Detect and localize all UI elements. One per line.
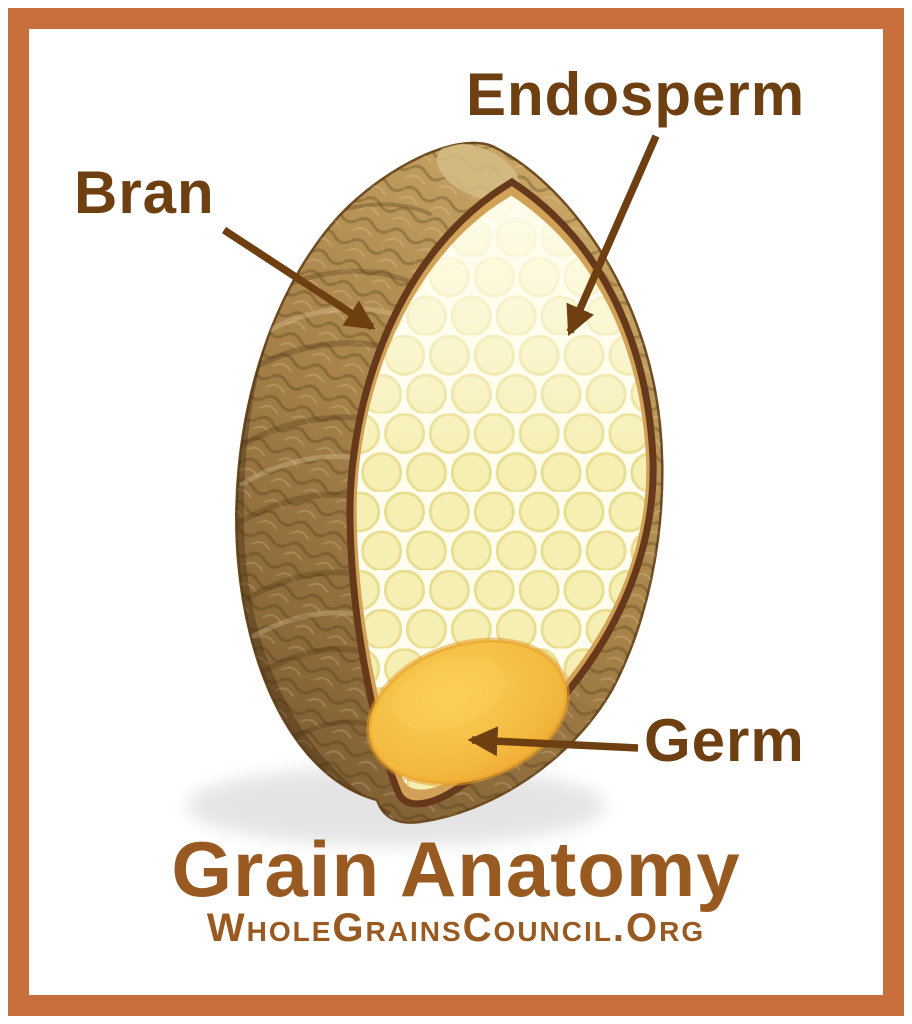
germ-arrow <box>467 726 639 757</box>
diagram-subtitle: WholeGrainsCouncil.Org <box>206 906 706 950</box>
endosperm-label: Endosperm <box>466 61 806 128</box>
bran-arrow <box>221 226 376 331</box>
endosperm-arrow <box>566 134 660 337</box>
diagram-title: Grain Anatomy <box>171 825 741 913</box>
bran-label: Bran <box>74 159 215 226</box>
endosperm-tissue <box>356 195 647 790</box>
germ-tissue <box>366 637 570 787</box>
germ-label: Germ <box>644 707 805 774</box>
